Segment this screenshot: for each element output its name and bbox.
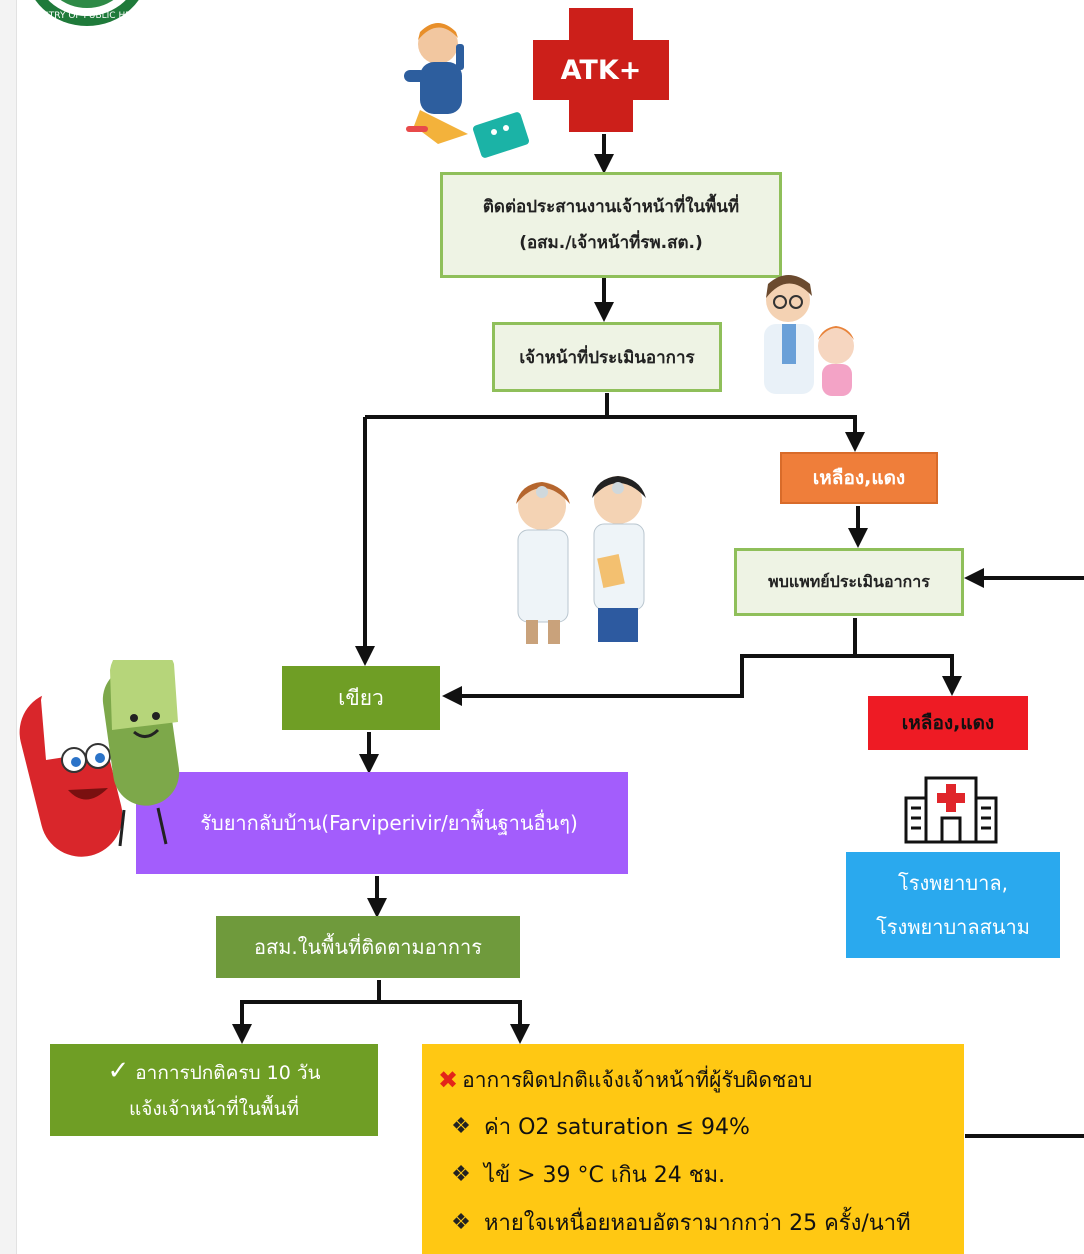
diamond-bullet-icon: ❖ [451,1113,471,1139]
abnormal-item-3: หายใจเหนื่อยหอบอัตรามากกว่า 25 ครั้ง/นาท… [484,1210,911,1236]
yellow-red-box-1: เหลือง,แดง [780,452,938,504]
hospital-building-icon [904,776,998,844]
left-margin-strip [0,0,17,1254]
abnormal-symptoms-box: ✖ อาการผิดปกติแจ้งเจ้าหน้าที่ผู้รับผิดชอ… [422,1044,964,1254]
hospital-box: โรงพยาบาล, โรงพยาบาลสนาม [846,852,1060,958]
abnormal-title: อาการผิดปกติแจ้งเจ้าหน้าที่ผู้รับผิดชอบ [462,1067,813,1092]
branch-line-step2 [365,393,609,419]
doctor-child-icon [764,275,854,396]
arrow-doctor-to-red [855,654,962,696]
diamond-bullet-icon: ❖ [451,1209,471,1235]
officer-assess-box: เจ้าหน้าที่ประเมินอาการ [492,322,722,392]
hospital-line2: โรงพยาบาลสนาม [876,915,1030,939]
contact-officer-line1: ติดต่อประสานงานเจ้าหน้าที่ในพื้นที่ [482,197,740,217]
pill-characters-icon [19,660,180,857]
logo-seal-icon: STRY OF PUBLIC HE [35,0,139,26]
branch-line-doctor [442,618,857,706]
doctor-assess-label: พบแพทย์ประเมินอาการ [768,571,930,591]
volunteer-followup-box: อสม.ในพื้นที่ติดตามอาการ [216,916,520,978]
doctor-assess-box: พบแพทย์ประเมินอาการ [734,548,964,616]
take-medicine-box: รับยากลับบ้าน(Farviperivir/ยาพื้นฐานอื่น… [136,772,628,874]
logo-text: STRY OF PUBLIC HE [43,11,131,21]
diamond-bullet-icon: ❖ [451,1161,471,1187]
contact-officer-line2: (อสม./เจ้าหน้าที่รพ.สต.) [519,233,703,253]
check-icon: ✓ [107,1056,130,1086]
cross-icon: ✖ [438,1066,459,1094]
normal-line2: แจ้งเจ้าหน้าที่ในพื้นที่ [129,1098,299,1120]
branch-line-followup [232,980,381,1044]
two-doctors-icon [516,476,646,644]
officer-assess-label: เจ้าหน้าที่ประเมินอาการ [519,347,695,368]
normal-line1: อาการปกติครบ 10 วัน [135,1062,321,1084]
volunteer-followup-label: อสม.ในพื้นที่ติดตามอาการ [254,935,482,959]
yellow-red-box-2: เหลือง,แดง [868,696,1028,750]
yellow-red-label-1: เหลือง,แดง [812,467,906,489]
red-cross-icon: ATK+ [533,8,669,132]
abnormal-item-2: ไข้ > 39 °C เกิน 24 ชม. [484,1162,726,1188]
hospital-line1: โรงพยาบาล, [898,871,1008,895]
arrow-to-yellow-red-1 [607,415,865,452]
yellow-red-label-2: เหลือง,แดง [901,712,995,734]
atk-label: ATK+ [560,54,642,86]
green-label: เขียว [338,685,384,710]
take-medicine-label: รับยากลับบ้าน(Farviperivir/ยาพื้นฐานอื่น… [200,811,578,835]
contact-officer-box: ติดต่อประสานงานเจ้าหน้าที่ในพื้นที่ (อสม… [440,172,782,278]
child-phone-icon [404,23,529,158]
normal-symptoms-box: ✓อาการปกติครบ 10 วัน แจ้งเจ้าหน้าที่ในพื… [50,1044,378,1136]
abnormal-item-1: ค่า O2 saturation ≤ 94% [484,1114,750,1140]
green-box: เขียว [282,666,440,730]
arrow-followup-to-abnormal [379,1000,530,1044]
